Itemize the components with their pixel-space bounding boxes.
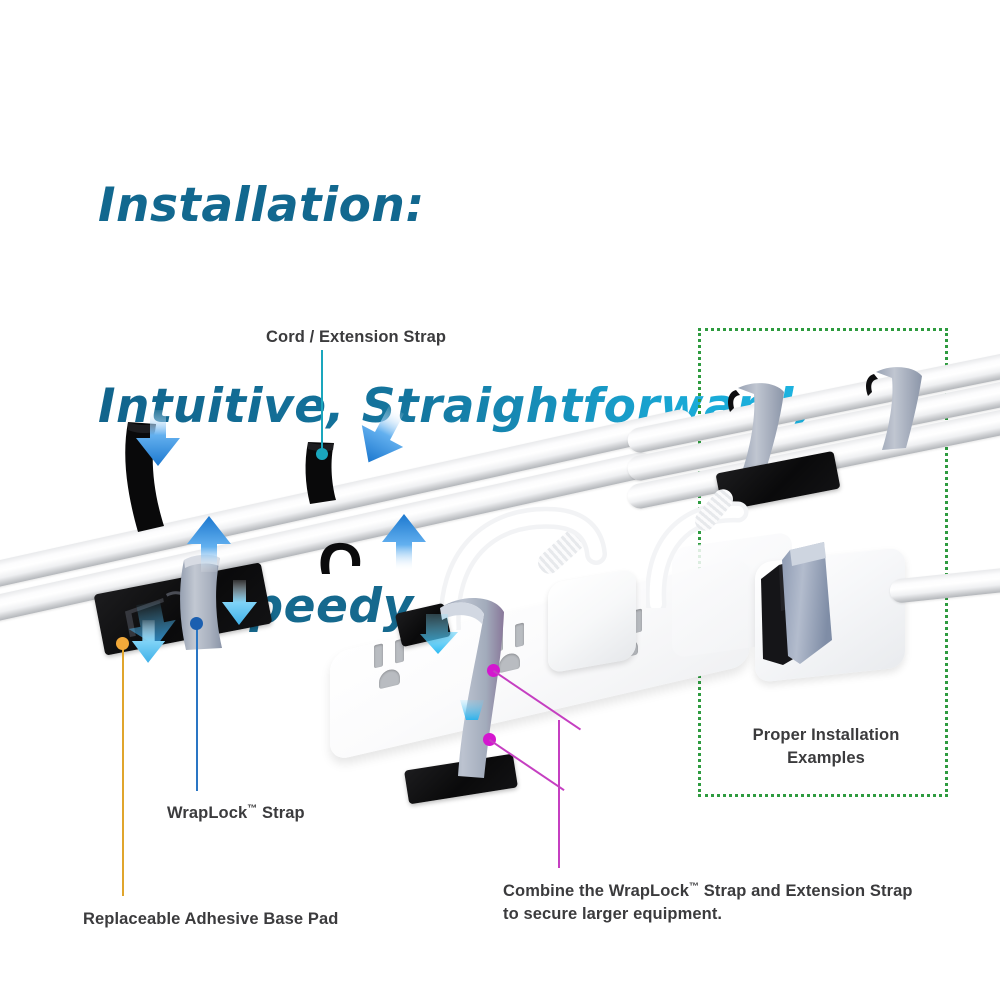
callout-line-base-pad: [122, 644, 124, 896]
label-combine-instruction: Combine the WrapLock™ Strap and Extensio…: [503, 880, 933, 927]
label-cord-extension-strap: Cord / Extension Strap: [266, 328, 447, 346]
arrow-down-icon-cyan-1: [222, 580, 257, 625]
headline-line-1: Installation:: [98, 178, 425, 234]
wraplock-strap-powerstrip: [440, 597, 504, 778]
trademark-symbol: ™: [247, 803, 258, 815]
proper-title-line-1: Proper Installation: [752, 726, 900, 744]
wraplock-strap-bundle-1: [728, 383, 784, 478]
label-wraplock-strap-suffix: Strap: [257, 804, 305, 822]
label-wraplock-strap-text: WrapLock: [167, 804, 248, 822]
combine-text-a: Combine the WrapLock: [503, 882, 689, 900]
callout-dot-cord: [316, 448, 328, 460]
label-adhesive-base-pad: Replaceable Adhesive Base Pad: [83, 910, 339, 928]
power-cord-curve-center: [438, 506, 607, 630]
label-proper-installation-examples: Proper Installation Examples: [706, 724, 946, 771]
callout-dot-base-pad: [116, 637, 129, 650]
arrow-up-icon-2: [382, 514, 426, 570]
arrow-down-icon-2: [361, 405, 405, 463]
trademark-symbol: ™: [688, 881, 700, 893]
combine-text-line2: Strap to secure larger equipment.: [503, 882, 913, 924]
label-wraplock-strap: WrapLock™ Strap: [167, 802, 305, 825]
callout-line-combine-trunk: [558, 720, 560, 868]
wraplock-strap-adapter: [782, 542, 832, 664]
arrow-down-icon-1: [136, 410, 180, 466]
arrow-up-icon-1: [187, 516, 231, 572]
strap-blue-glow-top: [420, 614, 458, 654]
callout-line-cord: [321, 350, 323, 454]
wraplock-strap-bundle-2: [866, 367, 922, 450]
extension-strap-hook-on-cable: [320, 542, 361, 574]
combine-text-b: Strap and Extension: [699, 882, 866, 900]
proper-title-line-2: Examples: [787, 749, 865, 768]
extension-strap-loose-1: [125, 422, 164, 532]
outlet-slot-ground: [379, 667, 400, 690]
callout-dot-wraplock: [190, 617, 203, 630]
outlet-slot-left: [374, 643, 383, 669]
callout-line-wraplock: [196, 624, 198, 791]
arrow-down-icon-cyan-2: [131, 620, 166, 663]
